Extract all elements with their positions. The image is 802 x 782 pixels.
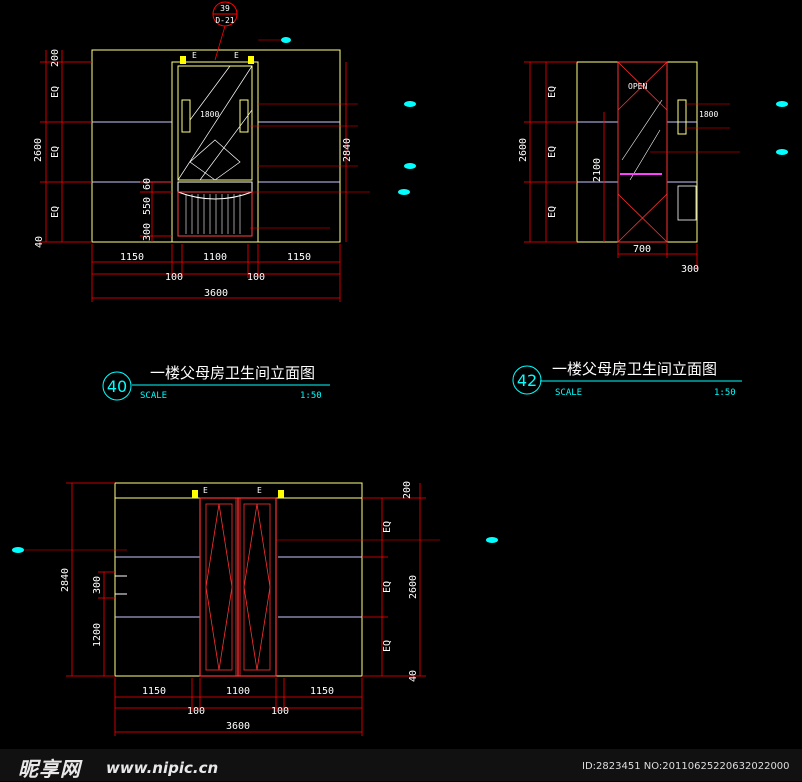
dim3-right-eq-1: EQ bbox=[382, 521, 393, 533]
dim-left-eq-2: EQ bbox=[50, 146, 61, 158]
dim-inner-300: 300 bbox=[142, 223, 153, 241]
dim-1150-left: 1150 bbox=[120, 252, 144, 263]
drawing-number-42: 42 bbox=[517, 371, 537, 390]
dim-left-2600: 2600 bbox=[33, 138, 44, 162]
dim-1100: 1100 bbox=[203, 252, 227, 263]
scale-value-40: 1:50 bbox=[300, 391, 322, 401]
dim3-1100: 1100 bbox=[226, 686, 250, 697]
elevation-bottom: E E 1150 1100 1150 bbox=[12, 481, 498, 736]
dim3-right-eq-3: EQ bbox=[382, 640, 393, 652]
section-ref-top: 39 bbox=[220, 4, 230, 13]
drawing-number-40: 40 bbox=[107, 377, 127, 396]
elevation-40: E E 39 D-21 1800 bbox=[33, 1, 416, 401]
watermark-footer: 昵享网 www.nipic.cn ID:2823451 NO:201106252… bbox=[0, 749, 802, 781]
drawing-title-40: 一楼父母房卫生间立面图 bbox=[150, 364, 315, 382]
door-open-label: OPEN bbox=[628, 82, 647, 91]
e-label-right-3: E bbox=[257, 486, 262, 495]
watermark-site: www.nipic.cn bbox=[106, 759, 219, 777]
dim-left-eq-3: EQ bbox=[50, 206, 61, 218]
dim2-700: 700 bbox=[633, 244, 651, 255]
dim3-1150-left: 1150 bbox=[142, 686, 166, 697]
dim-total-3600: 3600 bbox=[204, 288, 228, 299]
dim3-right-2600: 2600 bbox=[408, 575, 419, 599]
callout-1800-2: 1800 bbox=[699, 110, 718, 119]
dim2-2100: 2100 bbox=[592, 158, 603, 182]
dim3-right-200: 200 bbox=[402, 481, 413, 499]
scale-value-42: 1:50 bbox=[714, 388, 736, 398]
scale-label-40: SCALE bbox=[140, 391, 167, 401]
dim-right-2840: 2840 bbox=[342, 138, 353, 162]
dim3-1150-right: 1150 bbox=[310, 686, 334, 697]
callout-1800: 1800 bbox=[200, 110, 219, 119]
e-label-left: E bbox=[192, 51, 197, 60]
section-ref-bottom: D-21 bbox=[215, 16, 234, 25]
dim2-eq-3: EQ bbox=[547, 206, 558, 218]
dim3-gap-right: 100 bbox=[271, 706, 289, 717]
e-label-left-3: E bbox=[203, 486, 208, 495]
dim2-eq-2: EQ bbox=[547, 146, 558, 158]
dim-inner-60: 60 bbox=[142, 178, 153, 190]
dim3-gap-left: 100 bbox=[187, 706, 205, 717]
image-id-label: ID:2823451 NO:20110625220632022000 bbox=[582, 761, 790, 772]
dim3-left-300: 300 bbox=[92, 576, 103, 594]
scale-label-42: SCALE bbox=[555, 388, 582, 398]
e-label-right: E bbox=[234, 51, 239, 60]
dim3-left-1200: 1200 bbox=[92, 623, 103, 647]
dim3-left-2840: 2840 bbox=[60, 568, 71, 592]
dim-left-200: 200 bbox=[50, 49, 61, 67]
dim-gap-left: 100 bbox=[165, 272, 183, 283]
drawing-title-42: 一楼父母房卫生间立面图 bbox=[552, 360, 717, 378]
dim-left-eq-1: EQ bbox=[50, 86, 61, 98]
dim3-total-3600: 3600 bbox=[226, 721, 250, 732]
dim2-eq-1: EQ bbox=[547, 86, 558, 98]
dim-left-40: 40 bbox=[34, 236, 45, 248]
dim-1150-right: 1150 bbox=[287, 252, 311, 263]
watermark-logo: 昵享网 bbox=[18, 757, 81, 781]
dim3-right-eq-2: EQ bbox=[382, 581, 393, 593]
dim3-right-40: 40 bbox=[408, 670, 419, 682]
dim2-total-2600: 2600 bbox=[518, 138, 529, 162]
elevation-42: OPEN 1800 EQ EQ EQ 2600 2100 700 30 bbox=[512, 61, 788, 398]
dim2-300: 300 bbox=[681, 264, 699, 275]
dim-inner-550: 550 bbox=[142, 197, 153, 215]
dim-gap-right: 100 bbox=[247, 272, 265, 283]
